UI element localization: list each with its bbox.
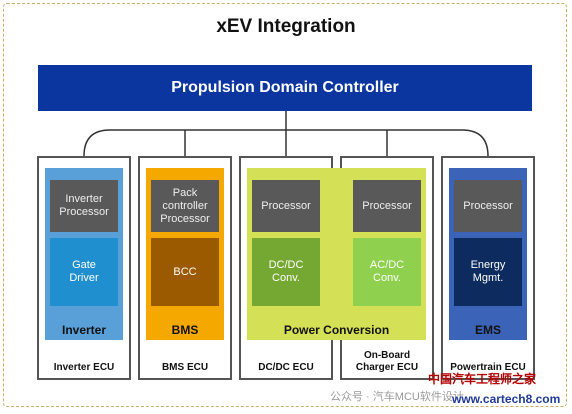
processor-label: Pack controller Processor — [160, 186, 210, 225]
region-label: Power Conversion — [283, 323, 390, 337]
controller-label: Propulsion Domain Controller — [171, 79, 399, 96]
subunit-label: AC/DC Conv. — [369, 259, 405, 284]
region-label: BMS — [171, 323, 199, 337]
subunit-label: Gate Driver — [69, 259, 99, 284]
region-label: EMS — [474, 323, 501, 337]
dcdc-conv-box: DC/DC Conv. — [252, 238, 320, 306]
bcc-box: BCC — [151, 238, 219, 306]
propulsion-domain-controller: Propulsion Domain Controller — [38, 65, 532, 111]
processor-box-powertrain: Processor — [454, 180, 522, 232]
watermark-site-cn: 中国汽车工程师之家 — [428, 372, 537, 386]
gate-driver-box: Gate Driver — [50, 238, 118, 306]
ecu-label: BMS ECU — [161, 362, 209, 373]
processor-label: Processor — [463, 199, 513, 212]
processor-label: Inverter Processor — [59, 193, 109, 218]
ecu-label: DC/DC ECU — [258, 362, 314, 373]
ecu-label: Powertrain ECU — [450, 362, 526, 373]
diagram-frame — [3, 3, 567, 407]
processor-box-dcdc: Processor — [252, 180, 320, 232]
processor-label: Processor — [261, 199, 311, 212]
subunit-label: DC/DC Conv. — [268, 259, 304, 284]
processor-box-inverter: Inverter Processor — [50, 180, 118, 232]
diagram-title: xEV Integration — [216, 16, 356, 37]
acdc-conv-box: AC/DC Conv. — [353, 238, 421, 306]
ecu-label: Inverter ECU — [53, 362, 115, 373]
subunit-label: BCC — [173, 265, 197, 278]
ecu-label: On-Board Charger ECU — [355, 350, 419, 373]
subunit-label: Energy Mgmt. — [470, 259, 506, 284]
watermark-site-url: www.cartech8.com — [452, 392, 561, 406]
processor-box-bms: Pack controller Processor — [151, 180, 219, 232]
region-label: Inverter — [61, 323, 107, 337]
energy-mgmt-box: Energy Mgmt. — [454, 238, 522, 306]
processor-label: Processor — [362, 199, 412, 212]
processor-box-charger: Processor — [353, 180, 421, 232]
watermark-wechat: 公众号 · 汽车MCU软件设计 — [330, 391, 464, 403]
